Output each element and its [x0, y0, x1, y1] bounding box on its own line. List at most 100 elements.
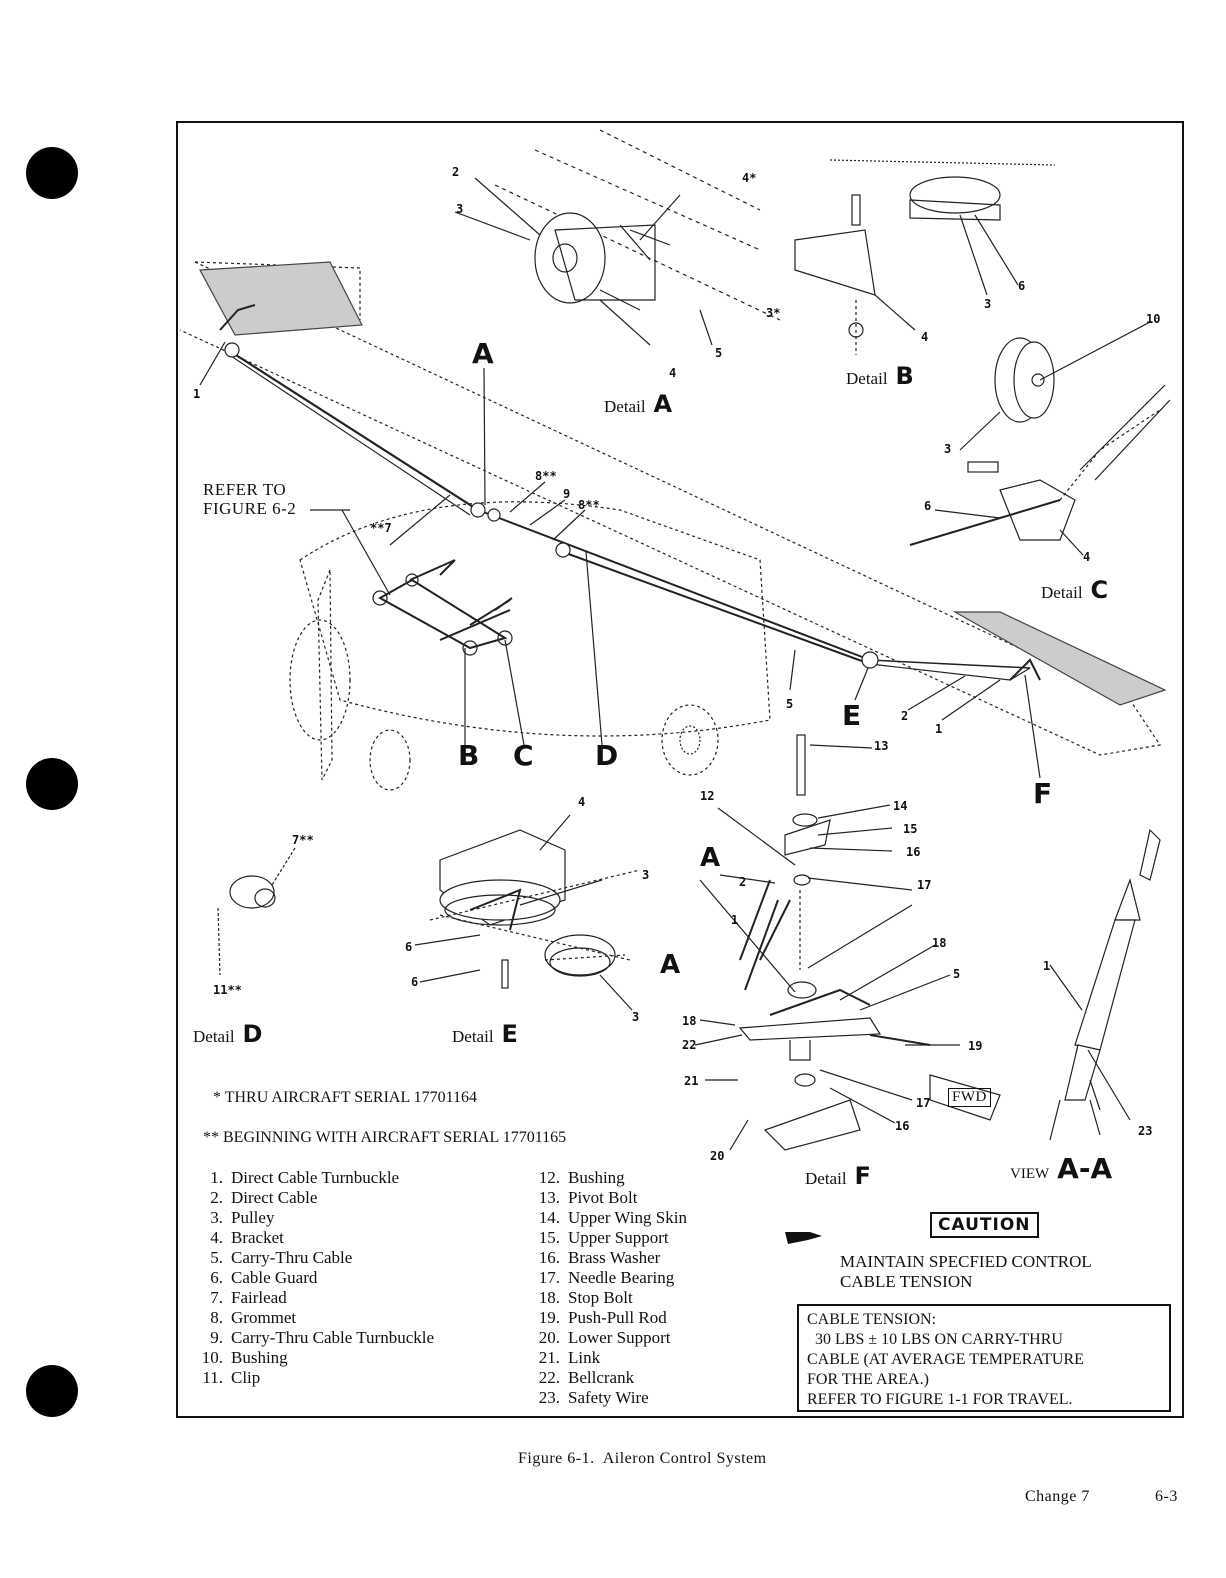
direct-cable-right	[869, 659, 1031, 669]
legend-item: 4.Bracket	[183, 1228, 434, 1248]
legend-item-name: Pivot Bolt	[568, 1188, 638, 1207]
main-wheel	[661, 704, 719, 776]
legend-item-number: 2.	[210, 1188, 223, 1207]
detail-b-art	[794, 159, 1056, 355]
callout-2-main: 2	[901, 709, 909, 723]
detail-a-art	[454, 129, 781, 346]
legend-item-name: Safety Wire	[568, 1388, 649, 1407]
detail-a-callout-4: 4	[669, 366, 677, 380]
detail-f-callout-17-upper: 17	[917, 878, 932, 892]
control-yoke-left	[377, 578, 508, 650]
legend-item: 11.Clip	[183, 1368, 434, 1388]
caution-line-1: MAINTAIN SPECFIED CONTROL	[840, 1252, 1092, 1271]
legend-item-name: Bushing	[231, 1348, 288, 1367]
direct-cable-left	[224, 347, 479, 511]
detail-a-callout-3star: 3*	[766, 306, 781, 320]
detail-e-callout-3-upper: 3	[642, 868, 650, 882]
detail-a-callout-4star: 4*	[742, 171, 757, 185]
legend-item-number: 13.	[538, 1188, 560, 1207]
legend-item-name: Fairlead	[231, 1288, 287, 1307]
legend-item-name: Brass Washer	[568, 1248, 661, 1267]
callout-letter-a: A	[472, 337, 494, 370]
legend-item: 15.Upper Support	[520, 1228, 687, 1248]
legend-item: 21.Link	[520, 1348, 687, 1368]
callout-7: **7	[370, 521, 392, 535]
legend-item-name: Carry-Thru Cable Turnbuckle	[231, 1328, 435, 1347]
legend-item: 12.Bushing	[520, 1168, 687, 1188]
legend-item: 13. Pivot Bolt	[520, 1188, 687, 1208]
legend-item-number: 9.	[210, 1328, 223, 1347]
callout-letter-f: F	[1033, 777, 1053, 810]
legend-item-number: 3.	[210, 1208, 223, 1227]
left-aileron	[199, 261, 363, 336]
detail-c-art	[909, 321, 1171, 556]
double-star-note: ** BEGINNING WITH AIRCRAFT SERIAL 177011…	[203, 1129, 567, 1146]
detail-f-callout-5: 5	[953, 967, 961, 981]
detail-b-callout-4: 4	[921, 330, 929, 344]
legend-item: 17.Needle Bearing	[520, 1268, 687, 1288]
legend-item-number: 5.	[210, 1248, 223, 1267]
detail-f-callout-20: 20	[710, 1149, 725, 1163]
callout-letter-d: D	[595, 739, 619, 772]
legend-item-number: 8.	[210, 1308, 223, 1327]
detail-f-callout-14: 14	[893, 799, 908, 813]
detail-c-callout-6: 6	[924, 499, 932, 513]
detail-a-callout-3: 3	[456, 202, 464, 216]
callout-5-main: 5	[786, 697, 794, 711]
detail-f-callout-19: 19	[968, 1039, 983, 1053]
legend-item: 10. Bushing	[183, 1348, 434, 1368]
callout-8-lower: 8**	[578, 498, 600, 512]
legend-item-number: 17.	[538, 1268, 560, 1287]
detail-a-callout-5: 5	[715, 346, 723, 360]
legend-item: 16.Brass Washer	[520, 1248, 687, 1268]
legend-item-number: 15.	[538, 1228, 560, 1247]
legend-item: 3.Pulley	[183, 1208, 434, 1228]
view-aa-callout-1: 1	[1043, 959, 1051, 973]
detail-c-callout-10: 10	[1146, 312, 1161, 326]
detail-f-callout-13: 13	[874, 739, 889, 753]
fwd-marker: FWD	[948, 1088, 991, 1107]
figure-caption: Figure 6-1. Aileron Control System	[518, 1450, 767, 1467]
cable-tension-box: CABLE TENSION: 30 LBS ± 10 LBS ON CARRY-…	[797, 1304, 1171, 1412]
view-letter-a-lower: A	[660, 950, 681, 980]
detail-a-callout-2: 2	[452, 165, 460, 179]
callout-1-right: 1	[935, 722, 943, 736]
detail-f-callout-21: 21	[684, 1074, 699, 1088]
detail-f-callout-16-upper: 16	[906, 845, 921, 859]
detail-d-callout-11: 11**	[213, 983, 242, 997]
callout-letter-e: E	[842, 699, 862, 732]
callout-8-upper: 8**	[535, 469, 557, 483]
legend-item-name: Grommet	[231, 1308, 297, 1327]
detail-b-callout-3: 3	[984, 297, 992, 311]
legend-item-number: 10.	[201, 1348, 223, 1367]
legend-item-number: 18.	[538, 1288, 560, 1307]
right-aileron	[952, 611, 1167, 706]
tension-line: REFER TO FIGURE 1-1 FOR TRAVEL.	[807, 1391, 1073, 1408]
legend-item-number: 7.	[210, 1288, 223, 1307]
detail-c-callout-3: 3	[944, 442, 952, 456]
detail-f-callout-12: 12	[700, 789, 715, 803]
legend-item-name: Lower Support	[568, 1328, 671, 1347]
detail-f-callout-1: 1	[731, 913, 739, 927]
refer-to-label: REFER TO	[203, 480, 287, 499]
detail-b-callout-6: 6	[1018, 279, 1026, 293]
legend-item-name: Cable Guard	[231, 1268, 318, 1287]
legend-item: 1.Direct Cable Turnbuckle	[183, 1168, 434, 1188]
binder-hole-middle	[26, 758, 78, 810]
legend-item-name: Direct Cable	[231, 1188, 318, 1207]
detail-d-art	[217, 847, 296, 976]
detail-f-callout-2: 2	[739, 875, 747, 889]
legend-item: 2. Direct Cable	[183, 1188, 434, 1208]
view-aa-callout-23: 23	[1138, 1124, 1153, 1138]
legend-item-name: Bracket	[231, 1228, 284, 1247]
binder-hole-bottom	[26, 1365, 78, 1417]
detail-f-callout-18-upper: 18	[932, 936, 947, 950]
figure-frame	[176, 121, 1184, 1418]
single-star-note: * THRU AIRCRAFT SERIAL 17701164	[213, 1089, 478, 1106]
legend-item-number: 1.	[210, 1168, 223, 1187]
